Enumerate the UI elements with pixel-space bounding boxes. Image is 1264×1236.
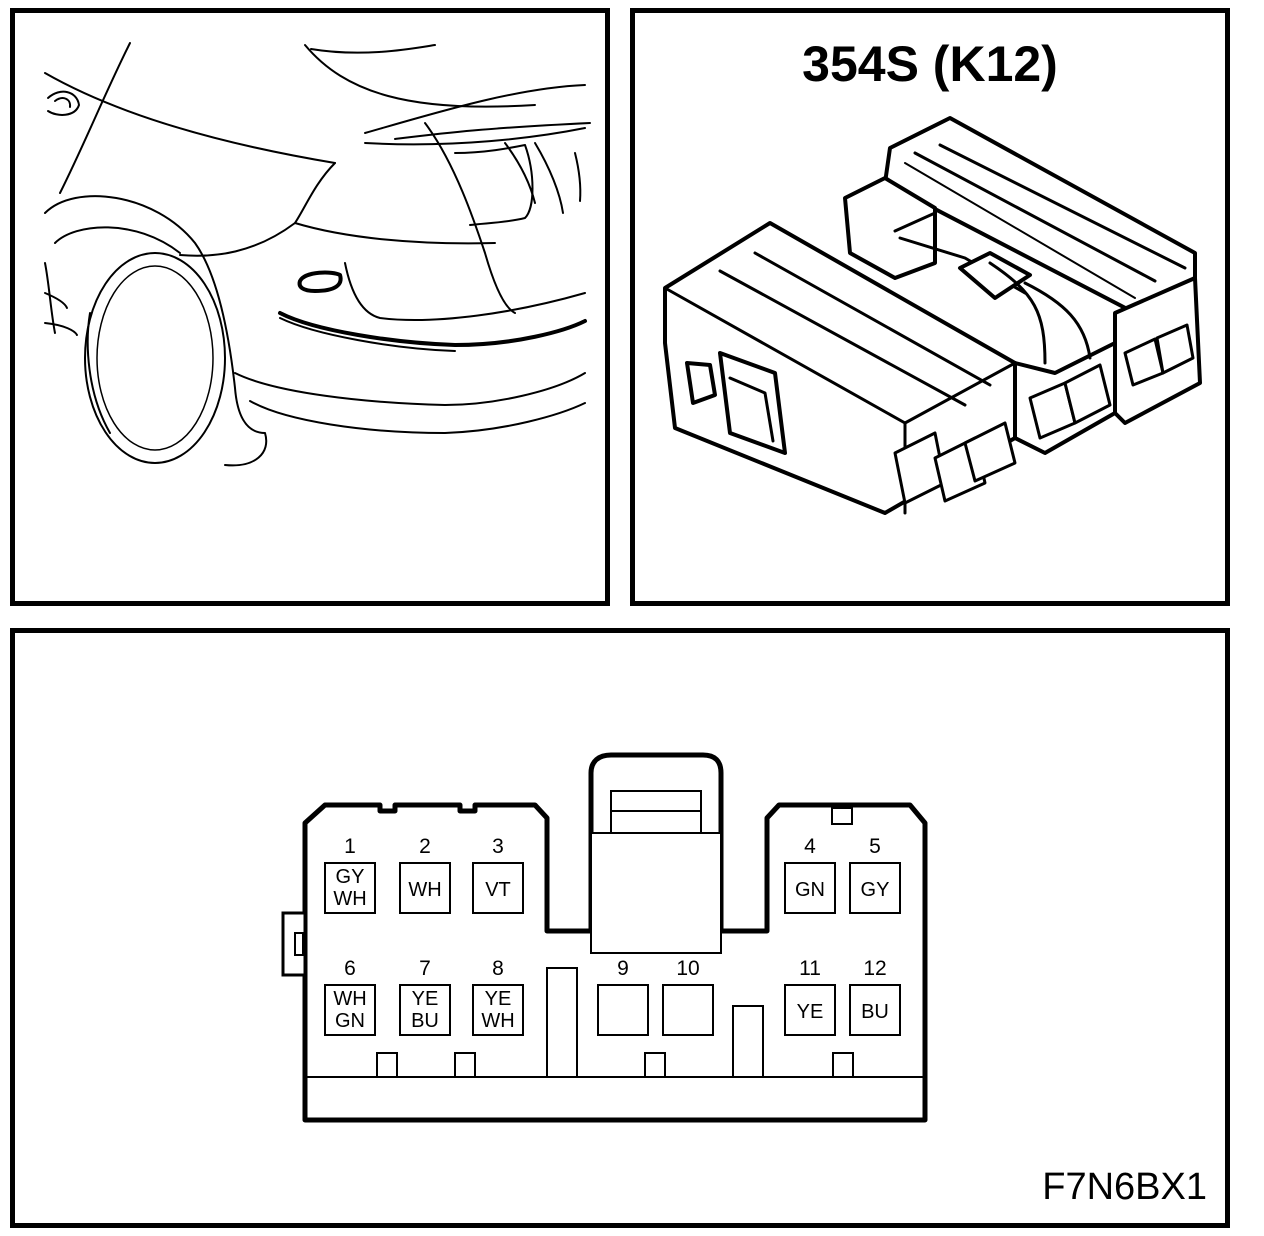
pin-number: 4 [804, 835, 816, 858]
pin-cavity [324, 862, 376, 914]
pin-number: 10 [676, 957, 699, 980]
pin-cavity [324, 984, 376, 1036]
pin-number: 11 [799, 957, 821, 980]
pin-4: 4GN [784, 835, 836, 914]
pin-cavity [849, 984, 901, 1036]
pin-9: 9 [597, 957, 649, 1036]
connector-3d-illustration [663, 116, 1202, 515]
pin-number: 12 [863, 957, 886, 980]
wire-color-label: WH [408, 879, 441, 901]
wire-color-label: GN [795, 879, 825, 901]
pin-number: 7 [419, 957, 431, 980]
wire-color-label: GY [861, 879, 890, 901]
pin-number: 8 [492, 957, 504, 980]
connector-view-panel: 354S (K12) [630, 8, 1230, 606]
wire-color-label: WH [333, 988, 366, 1010]
pin-cavity [597, 984, 649, 1036]
wire-color-label: BU [411, 1010, 439, 1032]
connector-title: 354S (K12) [802, 36, 1058, 92]
pin-number: 9 [617, 957, 629, 980]
pin-5: 5GY [849, 835, 901, 914]
wire-color-label: GN [335, 1010, 365, 1032]
wire-color-label: GY [336, 866, 365, 888]
pin-3: 3VT [472, 835, 524, 914]
pin-cavity [472, 984, 524, 1036]
locking-tab [590, 832, 722, 954]
pin-10: 10 [662, 957, 714, 1036]
vehicle-location-panel [10, 8, 610, 606]
wire-color-label: YE [797, 1001, 824, 1023]
wire-color-label: VT [485, 879, 511, 901]
pin-cavity [849, 862, 901, 914]
wire-color-label: YE [485, 988, 512, 1010]
pin-2: 2WH [399, 835, 451, 914]
pin-cavity [784, 984, 836, 1036]
pin-cavity [472, 862, 524, 914]
wire-color-label: YE [412, 988, 439, 1010]
wire-color-label: WH [481, 1010, 514, 1032]
pin-number: 2 [419, 835, 431, 858]
wire-color-label: WH [333, 888, 366, 910]
pin-number: 1 [344, 835, 356, 858]
figure-code: F7N6BX1 [1042, 1166, 1207, 1208]
pin-number: 5 [869, 835, 881, 858]
pin-cavity [399, 984, 451, 1036]
pin-cavity [784, 862, 836, 914]
wire-color-label: BU [861, 1001, 889, 1023]
pin-number: 3 [492, 835, 504, 858]
pin-cavity [399, 862, 451, 914]
rear-vehicle-illustration [44, 42, 591, 467]
pin-number: 6 [344, 957, 356, 980]
pin-cavity [662, 984, 714, 1036]
